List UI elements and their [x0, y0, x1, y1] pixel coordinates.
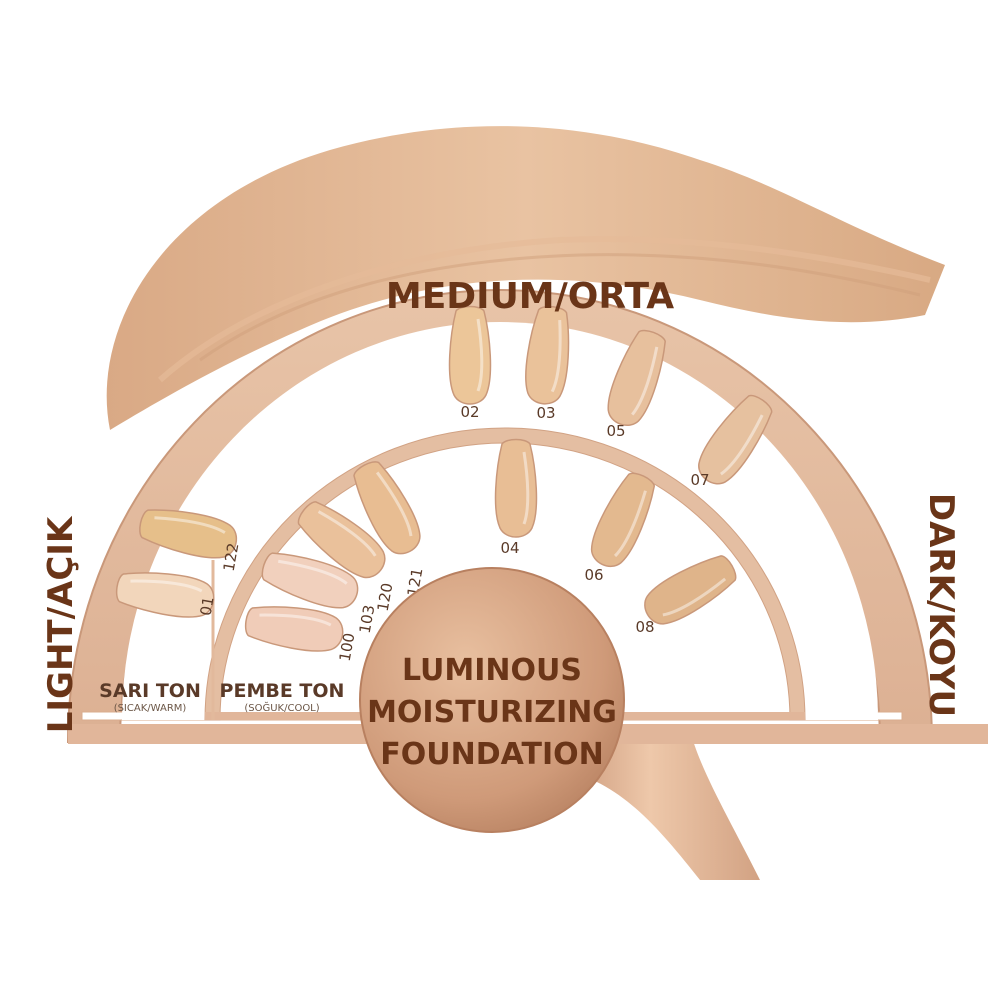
shade-swatch-08 [644, 555, 737, 625]
shade-swatch-02 [448, 305, 492, 405]
light-label: LIGHT/AÇIK [41, 515, 81, 733]
shade-swatch-03 [525, 305, 570, 405]
shade-code-120: 120 [374, 581, 397, 612]
shade-swatch-121 [353, 461, 421, 555]
shade-code-03: 03 [536, 404, 555, 422]
shade-swatch-04 [494, 438, 538, 538]
shade-swatch-103 [261, 552, 359, 609]
shade-swatch-06 [590, 472, 656, 568]
shade-swatch-120 [297, 501, 386, 579]
shade-code-04: 04 [500, 539, 519, 557]
cool-group-subtitle: (SOĞUK/COOL) [244, 701, 319, 714]
center-disc: LUMINOUS MOISTURIZING FOUNDATION [359, 567, 625, 833]
shade-code-01: 01 [197, 595, 218, 617]
shade-code-07: 07 [690, 471, 709, 489]
shade-code-103: 103 [356, 603, 379, 634]
warm-group-title: SARI TON [99, 680, 201, 702]
shade-swatch-05 [607, 329, 666, 426]
product-name-line1: LUMINOUS [402, 653, 582, 688]
dark-label: DARK/KOYU [921, 493, 961, 717]
shade-code-02: 02 [460, 403, 479, 421]
shade-code-06: 06 [584, 566, 603, 584]
shade-swatch-122 [139, 509, 238, 559]
product-name-line2: MOISTURIZING [367, 695, 617, 730]
medium-label: MEDIUM/ORTA [386, 276, 674, 317]
cool-group-title: PEMBE TON [220, 680, 345, 702]
shade-swatch-100 [244, 606, 344, 652]
product-name-line3: FOUNDATION [380, 737, 604, 772]
shade-code-05: 05 [606, 422, 625, 440]
foundation-smear-graphic [106, 126, 946, 880]
shade-code-08: 08 [635, 618, 654, 636]
warm-group-subtitle: (SICAK/WARM) [114, 703, 187, 714]
shade-swatch-01 [115, 572, 215, 618]
shade-code-122: 122 [220, 541, 243, 572]
shade-swatch-07 [698, 394, 773, 485]
shade-code-100: 100 [336, 631, 359, 662]
